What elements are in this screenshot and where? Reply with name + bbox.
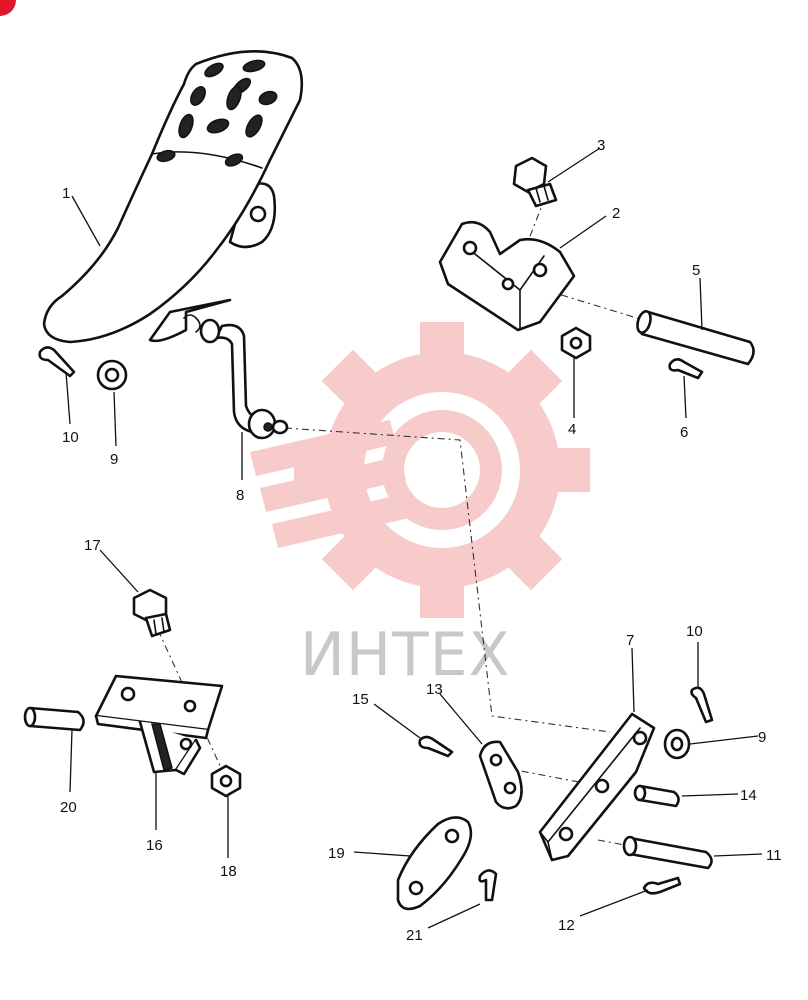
part-label-9-right: 9 — [758, 729, 766, 746]
part-label-7: 7 — [626, 632, 634, 649]
part-label-19: 19 — [328, 845, 345, 862]
pin-part-14 — [633, 784, 680, 808]
part-label-3: 3 — [597, 137, 605, 154]
lever-part-7 — [538, 712, 656, 862]
part-label-16: 16 — [146, 837, 163, 854]
link-part-13 — [478, 740, 523, 810]
part-label-14: 14 — [740, 787, 757, 804]
part-label-8: 8 — [236, 487, 244, 504]
part-label-10-top: 10 — [62, 429, 79, 446]
part-label-17: 17 — [84, 537, 101, 554]
part-label-10-right: 10 — [686, 623, 703, 640]
washer-part-9-right — [663, 728, 691, 760]
cotter-pin-part-10-top — [38, 346, 76, 378]
cotter-pin-part-6 — [668, 358, 704, 380]
part-label-9-top: 9 — [110, 451, 118, 468]
pin-part-11 — [622, 835, 713, 870]
bracket-part-2 — [438, 220, 576, 332]
cotter-pin-part-21 — [478, 869, 498, 902]
pedal-rod-part-8 — [183, 314, 289, 440]
part-label-20: 20 — [60, 799, 77, 816]
pedal-part-1 — [42, 50, 304, 344]
part-label-5: 5 — [692, 262, 700, 279]
part-label-2: 2 — [612, 205, 620, 222]
leader-lines — [65, 147, 763, 929]
part-label-11: 11 — [766, 847, 782, 864]
part-label-4: 4 — [568, 421, 576, 438]
cotter-pin-part-10-right — [690, 686, 714, 724]
pin-part-20 — [23, 706, 85, 732]
washer-part-9-top — [96, 359, 128, 391]
pin-part-5 — [636, 309, 755, 366]
part-number-labels: 1 2 3 4 5 6 7 8 9 10 11 12 13 14 15 16 1… — [60, 137, 782, 944]
mount-bracket-part-16 — [94, 674, 224, 776]
watermark-text: ИНТЕХ — [300, 620, 511, 690]
part-label-18: 18 — [220, 863, 237, 880]
corner-badge — [0, 0, 16, 16]
part-label-21: 21 — [406, 927, 423, 944]
bolt-part-17 — [132, 588, 172, 638]
link-plate-part-19 — [396, 816, 473, 911]
cotter-pin-part-12 — [642, 876, 682, 895]
cotter-pin-part-15 — [418, 735, 454, 758]
part-label-12: 12 — [558, 917, 575, 934]
part-label-15: 15 — [352, 691, 369, 708]
watermark-gear — [250, 322, 590, 618]
nut-part-18 — [210, 764, 242, 798]
part-label-6: 6 — [680, 424, 688, 441]
bolt-part-3 — [512, 156, 558, 208]
part-label-13: 13 — [426, 681, 443, 698]
part-label-1: 1 — [62, 185, 70, 202]
nut-part-4 — [560, 326, 592, 360]
